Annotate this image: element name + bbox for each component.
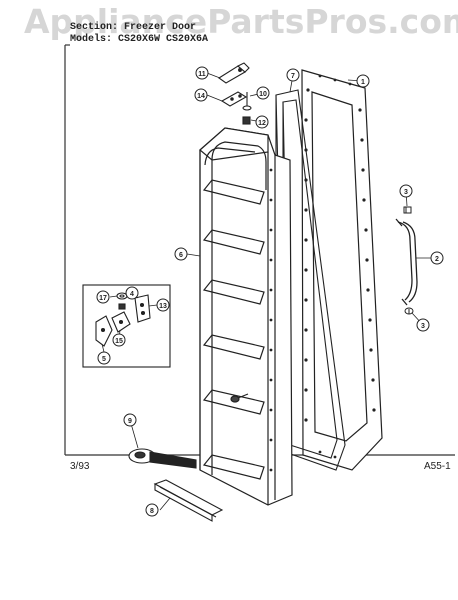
footer-date: 3/93 [70,461,90,472]
callout-7 [286,68,300,82]
hinge-bracket-top [218,62,250,84]
callout-12 [255,115,269,129]
watermark: AppliancePartsPros.com [24,2,458,41]
inset-hinge-box [82,284,171,368]
bottom-hinge-detail [128,448,197,469]
liner-screw [230,393,249,403]
liner-flange-holes [269,168,273,472]
callout-label: 1 [361,79,365,86]
callout-15 [112,333,126,347]
door-panel [301,69,383,471]
inner-door-liner [199,127,293,506]
callout-3-top [399,184,413,198]
callout-9 [123,413,137,427]
callout-labels: 1 2 3 3 4 5 6 7 8 9 10 11 12 13 14 15 17 [99,71,439,515]
callout-bubbles [96,66,444,517]
section-label: Section: Freezer Door [70,22,197,33]
callout-3-bottom [416,318,430,332]
callout-1 [356,74,370,88]
callout-6 [174,247,188,261]
callout-4 [125,286,139,300]
callout-11 [195,66,209,80]
callout-13 [156,298,170,312]
callout-label: 3 [421,323,425,330]
callout-label: 15 [115,338,123,345]
callout-10 [256,86,270,100]
callout-label: 3 [404,189,408,196]
callout-label: 14 [197,93,205,100]
callout-label: 13 [159,303,167,310]
callout-2 [430,251,444,265]
callout-label: 11 [198,71,206,78]
handle-screw-bottom [404,307,414,315]
door-handle [395,218,418,306]
callout-8 [145,503,159,517]
callout-label: 6 [179,252,183,259]
hinge-pin-top [242,92,252,125]
hinge-plate-top [220,91,248,107]
handle-screw-top [403,206,412,214]
callout-label: 8 [150,508,154,515]
shelf-retainer [153,479,224,522]
door-panel-holes [304,74,376,459]
callout-label: 9 [128,418,132,425]
models-label: Models: CS20X6W CS20X6A [70,34,209,45]
callout-label: 5 [102,356,106,363]
callout-label: 12 [258,120,266,127]
callout-label: 17 [99,295,107,302]
callout-5 [97,351,111,365]
callout-17 [96,290,110,304]
callout-label: 7 [291,73,295,80]
liner-shelves [202,179,265,480]
callout-label: 2 [435,256,439,263]
footer-page-code: A55-1 [424,461,451,472]
callout-label: 10 [259,91,267,98]
callout-14 [194,88,208,102]
callout-label: 4 [130,291,134,298]
